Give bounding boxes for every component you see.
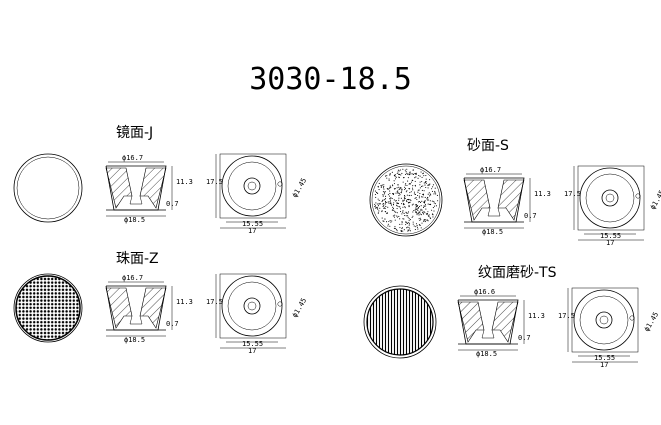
front-view-center-hole	[247, 301, 257, 311]
variant-title-mirror: 镜面-J	[116, 125, 154, 141]
dim-inner-width: 15.55	[594, 354, 615, 362]
dim-inner-width: 15.55	[242, 340, 263, 348]
section-view: ϕ16.7 ϕ18.5 11.3 0.7	[463, 166, 551, 236]
variant-title-sand: 砂面-S	[467, 138, 509, 154]
section-view: ϕ16.7 ϕ18.5 11.3 0.7	[105, 154, 193, 224]
section-cavity	[487, 207, 501, 217]
front-view-pin	[635, 193, 641, 199]
dim-top-diameter: ϕ16.6	[474, 288, 495, 296]
front-view-center-ring	[243, 177, 261, 195]
dim-base: 0.7	[166, 320, 179, 328]
dim-top-diameter: ϕ16.7	[480, 166, 501, 174]
lens-face-sand	[369, 163, 443, 237]
front-view-frame	[571, 287, 639, 353]
section-wall-right	[139, 167, 167, 209]
front-view-outer-circle	[221, 275, 283, 337]
dim-bottom-diameter: ϕ18.5	[476, 350, 497, 358]
dim-bottom-diameter: ϕ18.5	[124, 336, 145, 344]
section-cavity	[481, 329, 495, 339]
front-view-center-ring	[243, 297, 261, 315]
front-view-pin	[277, 301, 283, 307]
variant-title-bead: 珠面-Z	[116, 251, 159, 267]
dim-height: 11.3	[528, 312, 545, 320]
section-view: ϕ16.7 ϕ18.5 11.3 0.7	[105, 274, 193, 344]
lens-face-outline	[13, 273, 83, 343]
front-view-frame	[219, 153, 287, 219]
front-view-center-hole	[247, 181, 257, 191]
dim-base: 0.7	[518, 334, 531, 342]
section-wall-left	[105, 167, 133, 209]
front-view-inner-circle	[579, 295, 629, 345]
section-wall-right	[497, 179, 525, 221]
dim-hole: ϕ1.45	[643, 311, 660, 333]
section-view: ϕ16.6 ϕ18.5 11.3 0.7	[457, 288, 545, 358]
front-view-inner-circle	[227, 161, 277, 211]
dim-bottom-diameter: ϕ18.5	[124, 216, 145, 224]
dim-base: 0.7	[166, 200, 179, 208]
lens-face-outline	[369, 163, 443, 237]
dim-height: 11.3	[534, 190, 551, 198]
lens-face-bead	[13, 273, 83, 343]
dim-top-diameter: ϕ16.7	[122, 154, 143, 162]
lens-face-stripe-texture	[366, 288, 434, 356]
front-view-center-ring	[601, 189, 619, 207]
lens-face-outline	[13, 153, 83, 223]
dim-height: 11.3	[176, 298, 193, 306]
lens-face-stripe	[363, 285, 437, 359]
front-view-frame	[577, 165, 645, 231]
dim-bottom-diameter: ϕ18.5	[482, 228, 503, 236]
lens-face-sand-ring	[371, 165, 441, 235]
dim-front-height: 17.5	[206, 298, 223, 306]
dim-front-height: 17.5	[564, 190, 581, 198]
front-view-outer-circle	[579, 167, 641, 229]
dim-hole: ϕ1.45	[649, 189, 661, 211]
dim-base: 0.7	[524, 212, 537, 220]
page-title: 3030-18.5	[249, 62, 412, 97]
dim-inner-width: 15.55	[242, 220, 263, 228]
section-wall-left	[463, 179, 491, 221]
dim-outer-width: 17	[248, 227, 256, 235]
variant-title-stripe-frosted: 纹面磨砂-TS	[478, 265, 557, 281]
dim-outer-width: 17	[248, 347, 256, 355]
front-view-outer-circle	[221, 155, 283, 217]
front-view-center-hole	[605, 193, 615, 203]
section-cavity	[129, 315, 143, 325]
lens-face-stripe-ring	[366, 288, 434, 356]
section-cavity	[129, 195, 143, 205]
front-view-inner-circle	[585, 173, 635, 223]
section-wall-left	[457, 301, 485, 343]
dim-inner-width: 15.55	[600, 232, 621, 240]
dim-front-height: 17.5	[206, 178, 223, 186]
lens-face-inner-ring	[16, 156, 80, 220]
front-view-pin	[277, 181, 283, 187]
dim-hole: ϕ1.45	[291, 177, 308, 199]
front-view-outer-circle	[573, 289, 635, 351]
front-view-center-hole	[599, 315, 609, 325]
section-wall-left	[105, 287, 133, 329]
dim-outer-width: 17	[606, 239, 614, 247]
front-view-frame	[219, 273, 287, 339]
front-view-pin	[629, 315, 635, 321]
lens-face-bead-texture	[15, 275, 81, 341]
section-wall-right	[139, 287, 167, 329]
dim-height: 11.3	[176, 178, 193, 186]
front-view-inner-circle	[227, 281, 277, 331]
front-view-center-ring	[595, 311, 613, 329]
dim-hole: ϕ1.45	[291, 297, 308, 319]
dim-front-height: 17.5	[558, 312, 575, 320]
section-wall-right	[491, 301, 519, 343]
dim-top-diameter: ϕ16.7	[122, 274, 143, 282]
dim-outer-width: 17	[600, 361, 608, 369]
lens-face-smooth	[13, 153, 83, 223]
lens-face-outline	[363, 285, 437, 359]
